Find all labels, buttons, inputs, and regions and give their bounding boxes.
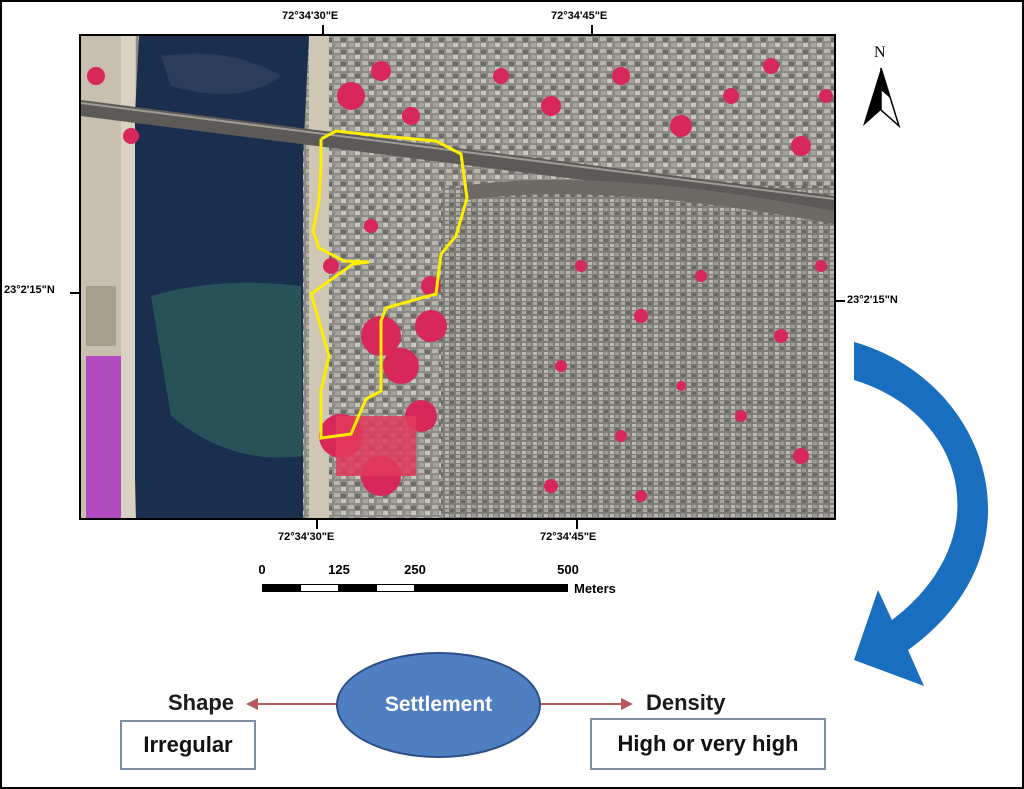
scale-bar: 0 125 250 500 (258, 562, 578, 602)
scale-unit: Meters (574, 581, 616, 596)
scale-tick-0: 0 (258, 562, 266, 577)
bottom-tick-1 (316, 520, 318, 529)
top-tick-1 (322, 25, 324, 34)
density-value-box: High or very high (590, 718, 826, 770)
top-coord-2: 72°34'45"E (551, 10, 608, 22)
satellite-map (79, 34, 836, 520)
shape-label: Shape (168, 690, 235, 715)
scale-tick-500: 500 (557, 562, 579, 577)
scale-segment (376, 584, 415, 592)
top-coord-1: 72°34'30"E (282, 10, 339, 22)
scale-segment (300, 584, 339, 592)
left-tick (70, 292, 79, 294)
scale-tick-125: 125 (328, 562, 350, 577)
bottom-coord-2: 72°34'45"E (540, 531, 597, 543)
map-canvas (81, 36, 834, 518)
north-arrow-icon (863, 67, 901, 129)
bottom-coord-1: 72°34'30"E (278, 531, 335, 543)
settlement-label: Settlement (384, 693, 493, 716)
shape-value-box: Irregular (120, 720, 256, 770)
shape-value: Irregular (143, 732, 233, 757)
scale-tick-250: 250 (404, 562, 426, 577)
left-arrow-icon (246, 698, 336, 710)
right-tick (836, 300, 845, 302)
bottom-tick-2 (576, 520, 578, 529)
settlement-outline (309, 129, 469, 440)
settlement-node: Settlement (336, 652, 541, 758)
right-coord: 23°2'15"N (847, 294, 898, 306)
density-label: Density (646, 690, 726, 715)
density-value: High or very high (617, 731, 799, 756)
scale-segment (414, 584, 568, 592)
scale-segment (338, 584, 377, 592)
north-label: N (874, 44, 886, 61)
left-coord: 23°2'15"N (4, 284, 55, 296)
top-tick-2 (591, 25, 593, 34)
right-arrow-icon (541, 698, 633, 710)
curved-arrow-icon (854, 342, 989, 686)
scale-segment (262, 584, 301, 592)
